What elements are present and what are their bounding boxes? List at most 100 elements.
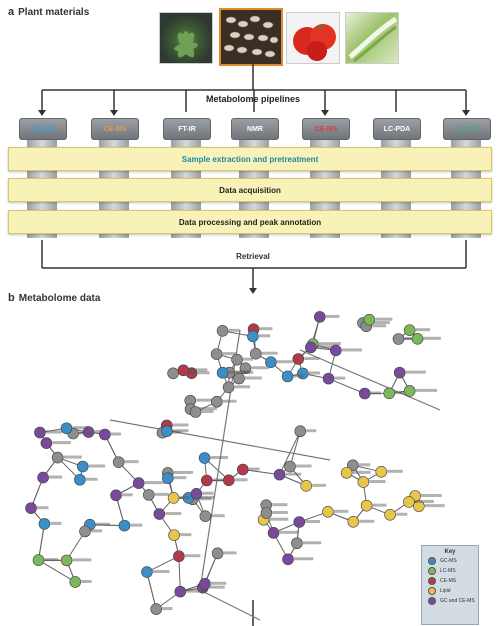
metabolite-node: [239, 362, 252, 375]
node-label-blur: [196, 398, 213, 402]
metabolite-node: [375, 466, 388, 478]
platform-ce-ms-orange: CE-MS: [91, 118, 139, 140]
node-label-blur: [211, 514, 225, 518]
legend-item: LC-MS: [428, 567, 478, 575]
node-label-blur: [210, 581, 227, 585]
node-label-blur: [172, 429, 189, 433]
tomato-photo: [286, 12, 340, 64]
metabolite-node: [112, 456, 125, 468]
node-label-blur: [370, 391, 381, 395]
node-label-blur: [276, 360, 293, 364]
node-label-blur: [197, 371, 210, 375]
metabolite-node: [132, 477, 145, 489]
legend-swatch: [428, 557, 436, 565]
node-label-blur: [198, 497, 212, 501]
node-label-blur: [293, 374, 304, 378]
node-label-blur: [372, 503, 387, 507]
metabolite-node: [383, 387, 396, 400]
node-label-blur: [414, 499, 434, 503]
node-label-blur: [294, 557, 314, 561]
node-label-blur: [279, 530, 299, 534]
node-label-blur: [85, 477, 98, 481]
metabolite-node: [284, 460, 296, 473]
metabolite-node: [291, 537, 303, 550]
node-label-blur: [50, 521, 62, 525]
node-label-blur: [189, 368, 208, 372]
metabolite-node: [200, 474, 213, 487]
metabolite-node: [168, 529, 180, 541]
node-label-blur: [358, 463, 371, 467]
node-label-blur: [415, 388, 438, 392]
metabolite-node: [347, 515, 360, 528]
metabolite-node: [199, 510, 212, 523]
metabolite-node: [79, 525, 91, 538]
metabolite-node: [267, 527, 280, 539]
metabolite-node: [249, 347, 262, 360]
metabolite-node: [173, 550, 185, 563]
node-label-blur: [259, 327, 273, 331]
metabolite-node: [74, 473, 86, 486]
network-edge: [328, 378, 365, 394]
band-data-processing: Data processing and peak annotation: [8, 210, 492, 234]
metabolite-node: [363, 313, 376, 326]
node-label-blur: [162, 607, 173, 611]
metabolite-node: [210, 348, 223, 360]
pipelines-title: Metabolome pipelines: [205, 94, 301, 104]
platform-lc-ms: LC-MS: [443, 118, 491, 140]
node-label-blur: [272, 511, 288, 515]
metabolite-node: [314, 311, 326, 323]
metabolite-node: [118, 519, 131, 532]
metabolite-node: [265, 356, 277, 369]
metabolite-node: [411, 333, 424, 345]
metabolite-node: [360, 499, 373, 512]
node-label-blur: [405, 370, 426, 374]
node-label-blur: [308, 371, 320, 375]
metabolite-node: [167, 367, 179, 380]
metabolite-node: [190, 487, 203, 500]
node-label-blur: [359, 519, 375, 523]
seeds-photo: [219, 8, 283, 66]
node-label-blur: [124, 460, 139, 464]
platform-ft-ir: FT-IR: [163, 118, 211, 140]
metabolite-node: [347, 459, 359, 472]
metabolite-node: [177, 364, 190, 377]
metabolite-node: [162, 472, 174, 484]
metabolite-node: [293, 516, 306, 528]
node-label-blur: [122, 493, 133, 497]
node-label-blur: [305, 520, 321, 524]
band-data-acquisition: Data acquisition: [8, 178, 492, 202]
metabolite-node: [60, 554, 73, 567]
node-label-blur: [165, 512, 182, 516]
node-label-blur: [272, 503, 288, 507]
node-label-blur: [228, 328, 240, 332]
legend-swatch: [428, 587, 436, 595]
metabolite-node: [69, 576, 82, 588]
legend: Key GC-MS LC-MS CE-MS Lipid GC and CE-MS: [421, 545, 479, 625]
node-label-blur: [234, 478, 248, 482]
node-label-blur: [72, 426, 89, 430]
node-label-blur: [285, 472, 302, 476]
network-edge: [299, 349, 441, 411]
metabolite-node: [223, 474, 235, 487]
metabolite-node: [38, 518, 51, 530]
node-label-blur: [312, 483, 326, 487]
node-label-blur: [251, 366, 269, 370]
metabolite-node: [82, 426, 95, 438]
node-label-blur: [243, 357, 254, 361]
node-label-blur: [368, 321, 390, 325]
node-label-blur: [196, 407, 217, 411]
network-edge: [38, 559, 76, 583]
platform-lc-pda: LC-PDA: [373, 118, 421, 140]
metabolite-node: [40, 437, 53, 449]
metabolite-node: [211, 395, 223, 408]
node-label-blur: [248, 467, 260, 471]
metabolite-node: [34, 426, 46, 439]
node-label-blur: [235, 370, 254, 374]
legend-item: GC and CE-MS: [428, 597, 478, 605]
arabidopsis-photo: [159, 12, 213, 64]
metabolite-node: [167, 492, 180, 504]
node-label-blur: [154, 492, 169, 496]
metabolite-node: [25, 502, 37, 514]
metabolite-node: [305, 341, 317, 354]
